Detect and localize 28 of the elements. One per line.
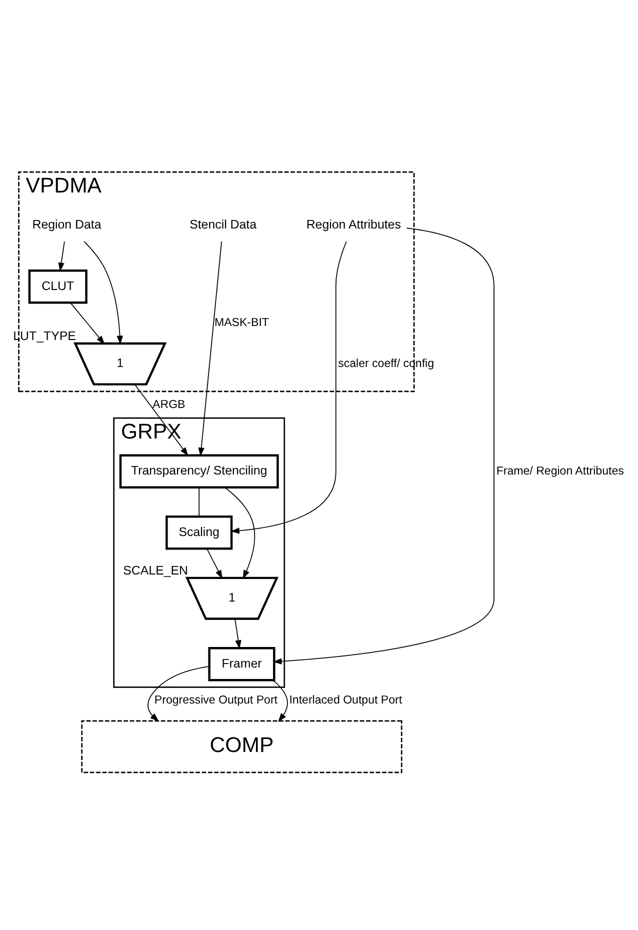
arrow (272, 227, 494, 664)
edge-label: scaler coeff/ config (338, 357, 434, 370)
edge-label: ARGB (152, 398, 186, 410)
node-label: LUT_TYPE (13, 328, 76, 343)
node-box: CLUT (28, 269, 88, 304)
arrow (230, 240, 347, 534)
node-text: Stencil Data (190, 217, 257, 232)
arrow (148, 665, 210, 722)
edge-label: MASK-BIT (214, 316, 269, 329)
arrow (84, 240, 123, 344)
edge-label: Progressive Output Port (154, 694, 278, 706)
node-box: Framer (208, 646, 276, 681)
arrow (58, 240, 65, 272)
arrow (234, 618, 242, 649)
arrow (70, 302, 105, 344)
edge-label: Interlaced Output Port (289, 694, 402, 706)
node-box: Scaling (166, 515, 233, 550)
edge-label: Frame/ Region Attributes (496, 464, 624, 477)
arrow (272, 679, 288, 722)
connector (198, 486, 200, 516)
arrow (224, 486, 256, 579)
arrow (206, 548, 222, 579)
node-text: Region Attributes (306, 217, 401, 232)
node-box: Transparency/ Stenciling (119, 454, 279, 488)
node-text: Region Data (32, 217, 102, 232)
node-label: SCALE_EN (123, 563, 188, 578)
arrow (198, 240, 222, 456)
node-box: COMP (81, 720, 402, 773)
